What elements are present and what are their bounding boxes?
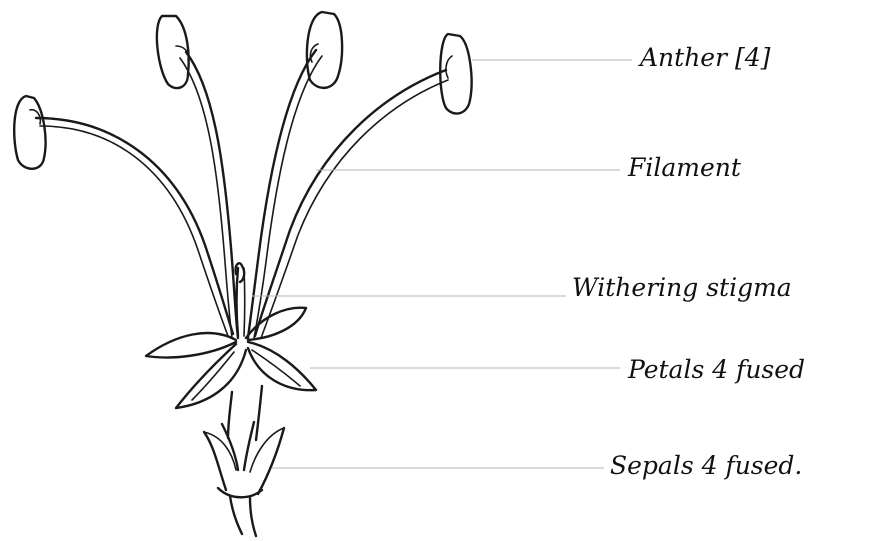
stem-left-line (228, 392, 232, 438)
sepal-mid-left (222, 424, 238, 470)
upper-stem (228, 386, 262, 440)
sepal-right (258, 428, 284, 494)
petal-front-left-vein (192, 352, 234, 400)
labels: Anther [4] Filament Withering stigma Pet… (572, 43, 805, 480)
label-petals: Petals 4 fused (627, 355, 805, 384)
anther-4 (440, 34, 471, 114)
pedicel-left (230, 496, 242, 534)
petal-front-left (176, 344, 246, 408)
petal-left (146, 333, 236, 357)
anther-1 (14, 96, 45, 169)
sepals (204, 422, 284, 497)
anther-4-cap (446, 56, 452, 78)
leader-lines (252, 60, 632, 468)
label-filament: Filament (627, 153, 742, 182)
filament-1 (36, 118, 233, 334)
sepal-left (204, 432, 226, 490)
stigma (236, 263, 245, 336)
petal-front-right (248, 342, 316, 390)
sepal-right-inner (250, 428, 284, 472)
anther-2 (157, 16, 189, 88)
stem-right-line (256, 386, 262, 440)
style-stalk (237, 268, 239, 336)
filaments (36, 50, 448, 338)
pedicel-right (250, 498, 256, 536)
pedicel (230, 496, 256, 536)
filament-2-inner (180, 58, 232, 338)
label-anther: Anther [4] (638, 43, 771, 72)
filament-2 (186, 52, 238, 338)
filament-4-inner (261, 80, 448, 338)
label-withering-stigma: Withering stigma (572, 273, 792, 302)
label-sepals: Sepals 4 fused. (610, 451, 802, 480)
